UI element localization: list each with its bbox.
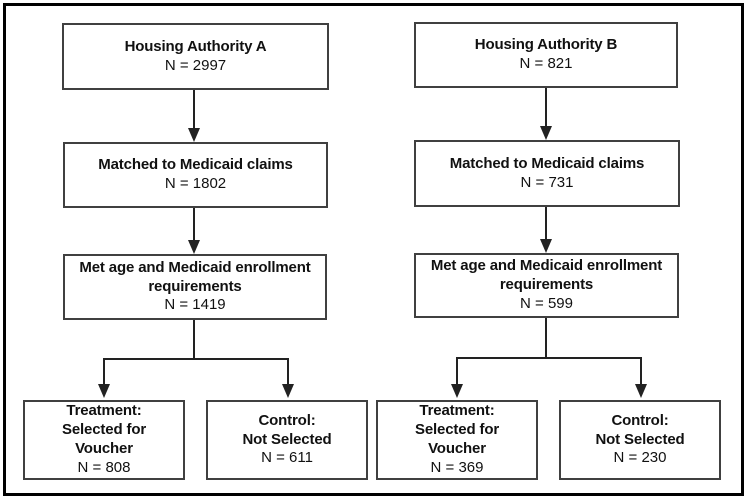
box-title: Not Selected (595, 430, 685, 448)
box-n-value: N = 369 (430, 458, 484, 476)
box-housing-authority-a: Housing Authority A N = 2997 (62, 23, 329, 90)
box-n-value: N = 1802 (164, 175, 227, 192)
box-n-value: N = 731 (520, 173, 574, 191)
arrowhead-down-icon (540, 239, 552, 253)
box-title: requirements (499, 276, 594, 294)
box-title: Matched to Medicaid claims (449, 154, 645, 172)
arrow-line (193, 208, 195, 242)
box-n-value: N = 808 (77, 458, 131, 476)
box-title: Voucher (428, 440, 486, 457)
arrowhead-down-icon (188, 128, 200, 142)
box-title: Selected for (414, 421, 500, 439)
box-title: Not Selected (242, 430, 332, 448)
arrow-line (545, 207, 547, 241)
split-stem (193, 320, 195, 360)
arrowhead-down-icon (98, 384, 110, 398)
box-control-b: Control: Not Selected N = 230 (559, 400, 721, 480)
arrow-line (193, 90, 195, 130)
box-title: Treatment: (419, 402, 495, 420)
box-matched-claims-b: Matched to Medicaid claims N = 731 (414, 140, 680, 207)
box-n-value: N = 2997 (164, 56, 227, 74)
arrowhead-down-icon (188, 240, 200, 254)
arrow-line (545, 88, 547, 128)
arrow-line (103, 358, 105, 386)
box-n-value: N = 599 (520, 294, 573, 312)
box-n-value: N = 1419 (164, 296, 226, 314)
box-requirements-a: Met age and Medicaid enrollment requirem… (63, 254, 327, 320)
box-control-a: Control: Not Selected N = 611 (206, 400, 368, 480)
split-crossbar (103, 358, 289, 360)
box-title: Matched to Medicaid claims (98, 156, 293, 174)
arrowhead-down-icon (282, 384, 294, 398)
box-title: Selected for (61, 421, 147, 439)
arrowhead-down-icon (635, 384, 647, 398)
box-title: Housing Authority A (124, 37, 267, 55)
box-title: Housing Authority B (474, 36, 618, 54)
box-housing-authority-b: Housing Authority B N = 821 (414, 22, 678, 88)
arrow-line (287, 358, 289, 386)
box-title: Treatment: (66, 402, 142, 420)
split-stem (545, 318, 547, 359)
box-title: Met age and Medicaid enrollment (79, 258, 311, 276)
arrow-line (456, 357, 458, 386)
box-title: Met age and Medicaid enrollment (430, 257, 663, 275)
box-title: requirements (148, 277, 242, 295)
arrowhead-down-icon (540, 126, 552, 140)
box-n-value: N = 611 (261, 449, 313, 467)
box-treatment-a: Treatment: Selected for Voucher N = 808 (23, 400, 185, 480)
split-crossbar (456, 357, 642, 359)
box-title: Control: (611, 411, 669, 429)
box-n-value: N = 230 (613, 449, 667, 467)
box-treatment-b: Treatment: Selected for Voucher N = 369 (376, 400, 538, 480)
box-requirements-b: Met age and Medicaid enrollment requirem… (414, 253, 679, 318)
arrow-line (640, 357, 642, 386)
arrowhead-down-icon (451, 384, 463, 398)
box-n-value: N = 821 (519, 55, 573, 72)
box-matched-claims-a: Matched to Medicaid claims N = 1802 (63, 142, 328, 208)
box-title: Control: (258, 411, 316, 429)
box-title: Voucher (75, 440, 133, 457)
